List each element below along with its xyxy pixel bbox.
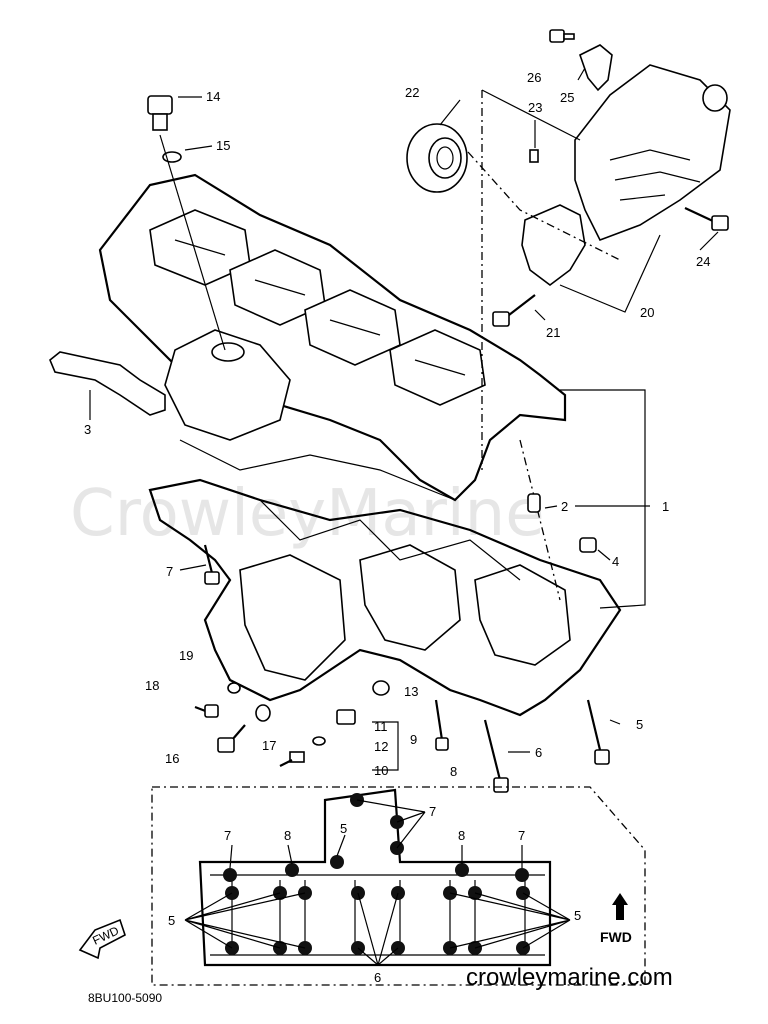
diagram-code: 8BU100-5090 [88,991,162,1005]
inset-callout-5-left: 5 [168,913,175,928]
callout-11: 11 [374,719,388,734]
part-4-fitting [579,537,597,553]
inset-bolt-dots [223,793,530,955]
callout-2: 2 [561,499,568,514]
callout-14: 14 [206,89,220,104]
part-20-bearing-cap [521,64,731,286]
callout-22: 22 [405,85,419,100]
part-17-washer [255,704,271,722]
callout-23: 23 [528,100,542,115]
bolt-pattern-inset [151,786,646,986]
part-25-bracket [579,44,613,92]
inset-callout-7-right: 7 [518,828,525,843]
part-21-bolt [492,294,536,327]
part-12-oring [312,736,326,746]
callout-leaders [89,67,719,753]
callout-26: 26 [527,70,541,85]
inset-callout-8-left: 8 [284,828,291,843]
part-11-fitting [336,709,356,725]
fwd-arrow-left: FWD [78,918,126,960]
part-24-bolt [684,207,729,231]
callout-12: 12 [374,739,388,754]
callout-7: 7 [166,564,173,579]
callout-19: 19 [179,648,193,663]
callout-3: 3 [84,422,91,437]
callout-1: 1 [662,499,669,514]
callout-6: 6 [535,745,542,760]
part-2-dowel [527,493,541,513]
callout-16: 16 [165,751,179,766]
inset-callout-7-left: 7 [224,828,231,843]
part-22-bearing [406,123,468,193]
part-19-nut [227,682,241,694]
fwd-arrow-right: FWD [600,893,632,945]
part-18-bolt [194,704,219,718]
upper-crankcase [98,173,567,502]
part-13-nut [372,680,390,696]
part-6-bolt [483,719,509,793]
callout-17: 17 [262,738,276,753]
callout-18: 18 [145,678,159,693]
callout-15: 15 [216,138,230,153]
fwd-label-right: FWD [600,929,632,945]
part-5-bolt [586,699,610,765]
callout-labels: 14 15 22 26 25 23 24 20 21 3 2 1 4 7 19 … [84,70,710,779]
part-8-stud [434,699,449,751]
callout-21: 21 [546,325,560,340]
inset-callout-5-center: 5 [340,821,347,836]
part-26-bolt [549,29,575,43]
inset-callout-8-right: 8 [458,828,465,843]
lower-crankcase [148,478,622,717]
callout-25: 25 [560,90,574,105]
part-10-nipple [279,751,305,767]
part-16-bolt [217,724,246,753]
site-footer: crowleymarine.com [466,964,673,991]
inset-leaders [184,799,571,966]
part-23-dowel [529,149,539,163]
inset-callout-6: 6 [374,970,381,985]
part-7-bolt [203,544,220,585]
callout-8: 8 [450,764,457,779]
inset-callout-labels: 7 7 8 5 8 7 5 5 6 [168,804,581,985]
callout-24: 24 [696,254,710,269]
part-14-plug [147,95,173,131]
callout-10: 10 [374,763,388,778]
part-3-gasket [49,351,166,416]
inset-callout-7-top: 7 [429,804,436,819]
inset-callout-5-right: 5 [574,908,581,923]
callout-5: 5 [636,717,643,732]
callout-20: 20 [640,305,654,320]
callout-13: 13 [404,684,418,699]
callout-4: 4 [612,554,619,569]
callout-9: 9 [410,732,417,747]
